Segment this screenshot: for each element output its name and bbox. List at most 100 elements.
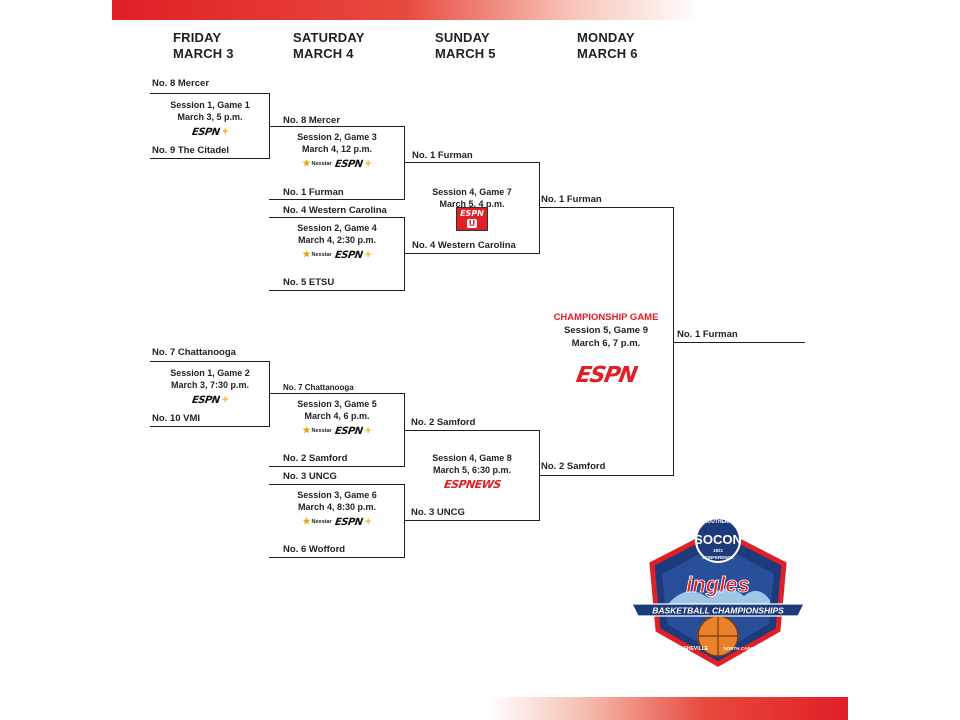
day-name: SUNDAY [435,30,490,45]
team-slot: No. 2 Samford [541,461,606,472]
game-session: Session 4, Game 8 [432,453,512,463]
team-slot: No. 10 VMI [152,413,201,424]
bracket-line [269,361,270,427]
espnu-u: U [466,219,478,228]
bracket-line [150,158,270,159]
logo-city: ASHEVILLE [680,646,709,652]
broadcast-logo: ESPNEWS [406,478,538,491]
game-time: March 4, 8:30 p.m. [297,502,377,512]
bracket-line [539,162,540,254]
team-slot: No. 1 Furman [283,187,344,198]
bracket-line [404,162,539,163]
logo-ring-bottom: CONFERENCE [702,555,734,560]
logo-socon: SOCON [694,532,742,547]
championship-heading: CHAMPIONSHIP GAME [553,312,659,323]
bracket-line [150,361,270,362]
nexstar-logo: Nexstar [303,517,332,526]
top-accent-bar [112,0,848,20]
game-session: Session 1, Game 1 [170,100,250,110]
bracket-line [269,484,404,485]
team-slot: No. 1 Furman [412,150,473,161]
espnu-text: ESPN [460,209,484,218]
bracket-line [404,520,539,521]
team-slot: No. 4 Western Carolina [283,205,387,216]
day-date: MARCH 5 [435,46,496,61]
championship-info: CHAMPIONSHIP GAME Session 5, Game 9 Marc… [536,311,676,388]
espn-logo: ESPN [333,158,363,170]
day-date: MARCH 3 [173,46,234,61]
logo-sponsor: ingles [686,572,750,597]
game-time: March 5, 4 p.m. [439,199,505,209]
logo-banner: BASKETBALL CHAMPIONSHIPS [652,606,784,616]
bottom-accent-bar [490,697,848,720]
bracket-line [269,217,404,218]
game-time: March 4, 2:30 p.m. [297,235,377,245]
game-info-2: Session 1, Game 2 March 3, 7:30 p.m. ESP… [152,367,268,406]
game-session: Session 3, Game 5 [297,399,377,409]
broadcast-logo: ESPN+ [152,394,268,406]
game-info-6: Session 3, Game 6 March 4, 8:30 p.m. Nex… [272,489,402,528]
bracket-line [404,217,405,291]
day-name: MONDAY [577,30,635,45]
game-time: March 4, 6 p.m. [304,411,370,421]
day-header-saturday: SATURDAY MARCH 4 [293,30,365,62]
team-slot: No. 8 Mercer [283,115,341,126]
plus-icon: + [365,157,372,170]
game-info-8: Session 4, Game 8 March 5, 6:30 p.m. ESP… [406,452,538,491]
game-time: March 4, 12 p.m. [301,144,373,154]
game-session: Session 1, Game 2 [170,368,250,378]
logo-ring-top: SOUTHERN [704,519,732,525]
nexstar-logo: Nexstar [303,250,332,259]
espn-logo: ESPN [190,394,220,406]
plus-icon: + [365,515,372,528]
day-name: SATURDAY [293,30,365,45]
game-time: March 3, 7:30 p.m. [170,380,250,390]
bracket-line [404,430,539,431]
game-session: Session 3, Game 6 [297,490,377,500]
championship-logo-graphic: SOUTHERN SOCON 1921 CONFERENCE ingles BA… [631,517,805,667]
espn-logo: ESPN [333,425,363,437]
team-slot: No. 1 Furman [541,194,602,205]
bracket-line [269,557,404,558]
bracket-line [269,290,404,291]
bracket-line [539,475,674,476]
broadcast-logo: ESPN+ [152,126,268,138]
team-slot: No. 3 UNCG [283,471,337,482]
game-info-5: Session 3, Game 5 March 4, 6 p.m. Nexsta… [272,398,402,437]
game-time: March 5, 6:30 p.m. [432,465,512,475]
team-slot: No. 5 ETSU [283,277,335,288]
day-name: FRIDAY [173,30,222,45]
team-slot: No. 2 Samford [283,453,348,464]
espn-logo: ESPN [190,126,220,138]
bracket-line [673,342,805,343]
game-time: March 3, 5 p.m. [177,112,243,122]
bracket-line [673,207,674,475]
broadcast-logo: ESPN [536,363,676,388]
team-slot: No. 9 The Citadel [152,145,230,156]
day-header-friday: FRIDAY MARCH 3 [173,30,234,62]
nexstar-logo: Nexstar [303,159,332,168]
plus-icon: + [221,393,229,406]
espn-logo: ESPN [574,363,638,388]
bracket-line [269,466,404,467]
game-session: Session 2, Game 4 [297,223,377,233]
espn-logo: ESPN [333,516,363,528]
champion-slot: No. 1 Furman [677,329,738,340]
bracket-line [539,207,673,208]
championship-logo: SOUTHERN SOCON 1921 CONFERENCE ingles BA… [628,512,808,672]
plus-icon: + [365,248,372,261]
bracket-line [404,126,405,200]
team-slot: No. 6 Wofford [283,544,346,555]
bracket-line [269,199,404,200]
logo-year: 1921 [713,548,724,553]
game-info-4: Session 2, Game 4 March 4, 2:30 p.m. Nex… [272,222,402,261]
bracket-line [150,426,270,427]
game-session: Session 2, Game 3 [297,132,377,142]
espn-logo: ESPN [333,249,363,261]
bracket-line [269,126,404,127]
game-info-1: Session 1, Game 1 March 3, 5 p.m. ESPN+ [152,99,268,138]
